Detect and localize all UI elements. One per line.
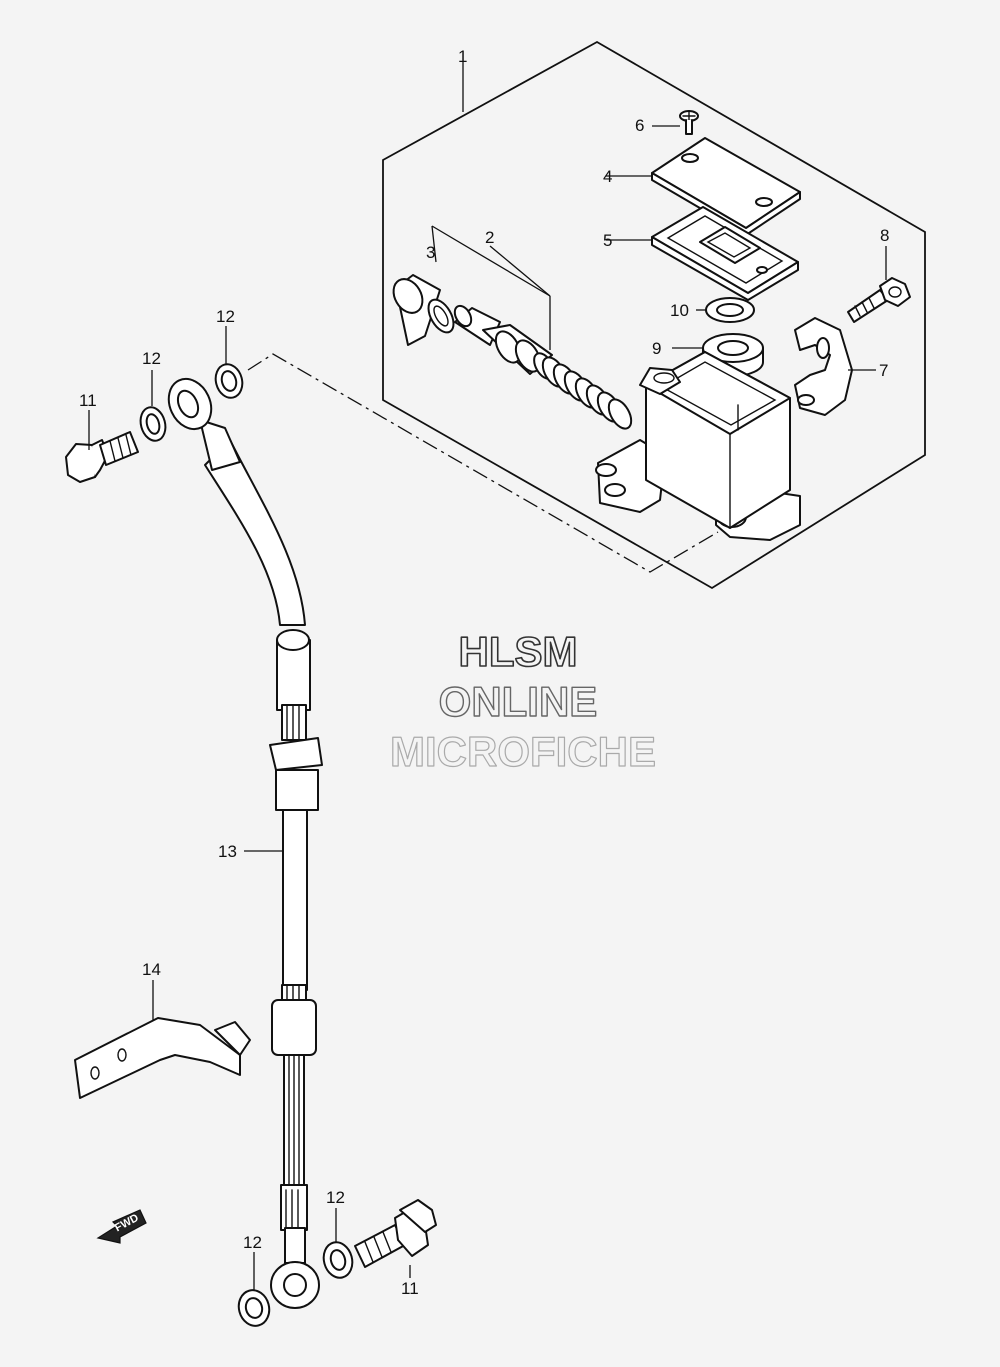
sealing-washer-part-c — [322, 1241, 354, 1279]
diaphragm-part — [651, 206, 799, 301]
callout-1: 1 — [458, 47, 467, 66]
callout-11-lower: 11 — [401, 1279, 419, 1298]
callout-9: 9 — [652, 339, 661, 358]
hose-bracket-part — [74, 1017, 251, 1099]
watermark-line3: MICROFICHE — [390, 728, 656, 775]
hose-upper-union — [167, 377, 306, 626]
watermark-line2: ONLINE — [439, 678, 598, 725]
reservoir-cap-part — [651, 137, 801, 236]
callout-7: 7 — [879, 361, 888, 380]
brake-hose-part — [269, 629, 323, 1309]
callout-11-upper: 11 — [79, 391, 97, 410]
sealing-washer-part-b — [214, 363, 244, 399]
callout-8: 8 — [880, 226, 889, 245]
callout-12-d: 12 — [243, 1233, 262, 1252]
forward-arrow-icon — [96, 1209, 147, 1244]
assembly-outline — [382, 40, 926, 590]
callout-10: 10 — [670, 301, 689, 320]
union-bolt-part-lower — [354, 1199, 437, 1268]
leader-lines — [88, 62, 887, 1290]
callout-13: 13 — [218, 842, 237, 861]
callout-6: 6 — [635, 116, 644, 135]
callout-14: 14 — [142, 960, 161, 979]
screw-part — [679, 110, 699, 135]
callout-2: 2 — [485, 228, 494, 247]
piston-kit-part — [453, 304, 633, 430]
washer-part — [705, 297, 755, 323]
callout-4: 4 — [603, 167, 612, 186]
sealing-washer-part-d — [237, 1289, 271, 1327]
bolt-part-upper — [847, 277, 911, 323]
sealing-washer-part-a — [139, 406, 167, 442]
clamp-part — [794, 317, 853, 416]
watermark-line1: HLSM — [459, 628, 578, 675]
callout-3: 3 — [426, 243, 435, 262]
callout-12-b: 12 — [216, 307, 235, 326]
boot-part — [392, 274, 455, 346]
union-bolt-part-upper — [65, 431, 139, 483]
callout-12-c: 12 — [326, 1188, 345, 1207]
callout-12-a: 12 — [142, 349, 161, 368]
master-cylinder-body — [595, 351, 801, 541]
callout-5: 5 — [603, 231, 612, 250]
connection-line — [247, 353, 719, 573]
